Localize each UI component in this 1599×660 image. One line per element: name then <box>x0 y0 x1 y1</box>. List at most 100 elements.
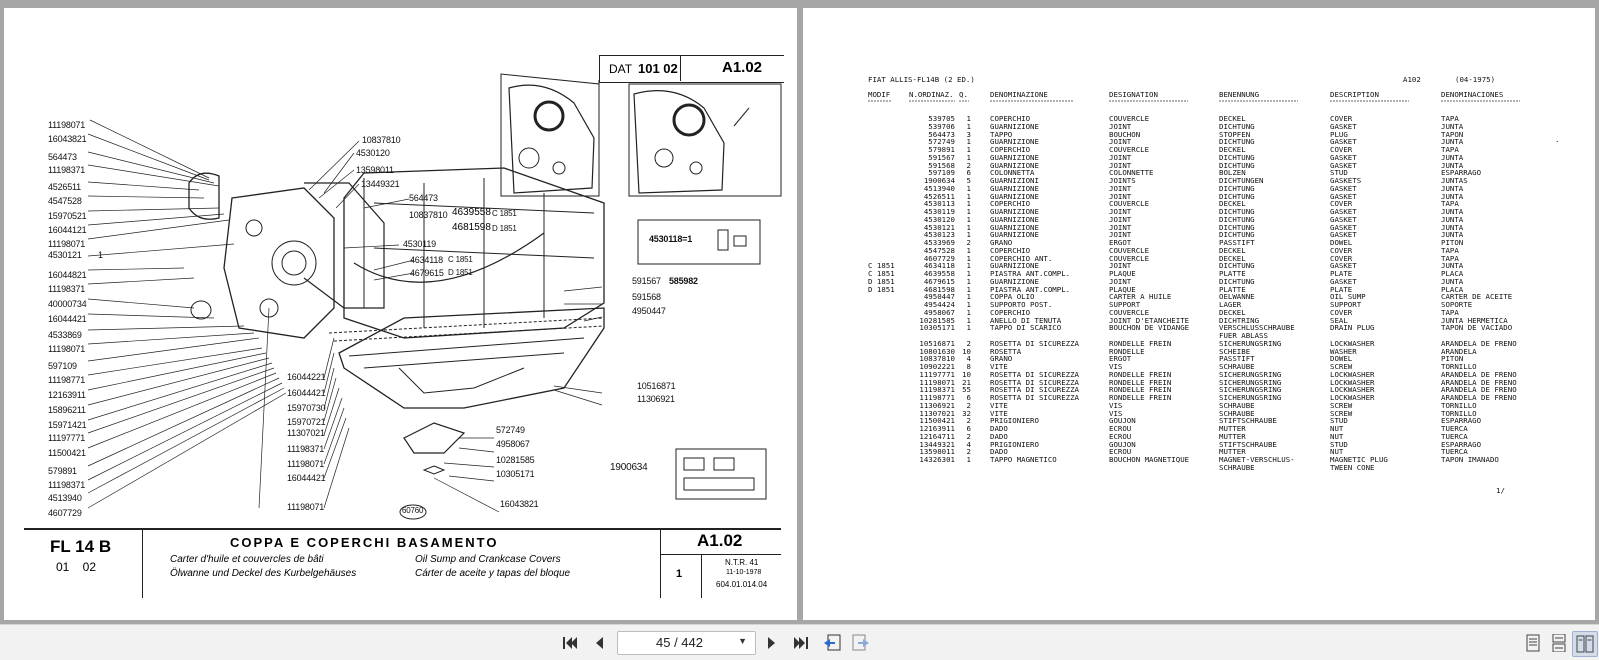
cell-italian: ROSETTA <box>990 346 1022 356</box>
cell-german: DICHTUNG <box>1219 222 1255 232</box>
cell-part-number: 4958067 <box>923 307 955 317</box>
cell-italian: GUARNIZIONE <box>990 276 1039 286</box>
cell-italian: PIASTRA ANT.COMPL. <box>990 269 1071 278</box>
prev-page-button[interactable] <box>586 631 612 655</box>
cell-part-number: 11197771 <box>919 369 955 379</box>
cell-quantity: 8 <box>966 362 971 371</box>
cell-part-number: 13449321 <box>919 439 955 449</box>
subtitle-fr: Carter d'huile et couvercles de bâti <box>170 554 324 565</box>
chevron-down-icon[interactable]: ▼ <box>738 636 747 646</box>
part-label: 11198371 <box>48 165 86 175</box>
cell-english: GASKET <box>1330 207 1357 216</box>
cell-german: SICHERUNGSRING <box>1219 369 1282 379</box>
cell-french: ECROU <box>1109 431 1132 441</box>
cell-quantity: 1 <box>966 323 971 333</box>
cell-spanish: ARANDELA DE FRENO <box>1441 393 1517 402</box>
next-page-button[interactable] <box>759 631 785 655</box>
cell-part-number: 4681598 <box>923 284 955 294</box>
title-divider <box>660 528 661 598</box>
cell-quantity: 2 <box>966 338 971 348</box>
subtitle-es: Cárter de aceite y tapas del bloque <box>415 568 571 579</box>
cell-part-number: 4950447 <box>923 292 955 302</box>
first-page-button[interactable] <box>557 631 583 655</box>
cell-french: JOINTS <box>1109 176 1136 185</box>
part-label: 10281585 <box>496 455 535 465</box>
viewer-toolbar: 45 / 442 ▼ <box>0 624 1599 660</box>
cell-part-number: 10902221 <box>919 362 955 371</box>
two-page-view-button[interactable] <box>1572 631 1598 657</box>
cell-english: GASKET <box>1330 137 1357 147</box>
cell-spanish: ESPARRAGO <box>1441 168 1482 178</box>
go-back-button[interactable] <box>819 631 845 655</box>
cell-german: LAGER <box>1219 300 1242 309</box>
cell-part-number: 4513940 <box>923 183 955 193</box>
cell-part-number: 11198371 <box>919 385 955 395</box>
doc-date: (04-1975) <box>1455 75 1496 84</box>
cell-english: OIL SUMP <box>1330 292 1366 302</box>
part-label: 572749 <box>496 425 525 435</box>
cell-part-number: 539706 <box>928 121 955 131</box>
cell-german: DECKEL <box>1219 245 1246 255</box>
cell-part-number: 11306921 <box>919 400 955 410</box>
two-page-icon <box>1576 635 1594 653</box>
cell-english: PLUG <box>1330 129 1348 139</box>
cell-spanish: TUERCA <box>1441 424 1468 433</box>
cell-german: DICHTUNG <box>1219 152 1255 162</box>
cell-english: DRAIN PLUG <box>1330 323 1375 333</box>
cell-spanish: JUNTA <box>1441 222 1464 232</box>
cell-quantity: 1 <box>966 222 971 232</box>
cell-part-number: 579891 <box>928 145 955 154</box>
cell-french: JOINT <box>1109 261 1132 271</box>
cell-german: STIFTSCHRAUBE <box>1219 439 1277 449</box>
part-label: 11198071 <box>287 459 325 469</box>
col-header-it: DENOMINAZIONE <box>990 90 1048 99</box>
cell-part-number: 13598011 <box>919 447 955 457</box>
cell-italian: DADO <box>990 431 1008 441</box>
cell-part-number: 1900634 <box>923 176 955 185</box>
cell-italian: GUARNIZIONE <box>990 214 1039 224</box>
continuous-view-button[interactable] <box>1546 631 1572 655</box>
cell-quantity: 2 <box>966 447 971 457</box>
single-page-view-button[interactable] <box>1520 631 1546 655</box>
last-page-button[interactable] <box>788 631 814 655</box>
next-page-icon <box>768 637 775 649</box>
cell-italian: DADO <box>990 447 1008 457</box>
variant-code: D 1851 <box>492 224 517 233</box>
cell-english: PLATE <box>1330 269 1353 278</box>
cell-german: FUER ABLASS <box>1219 331 1268 340</box>
part-label: 11306921 <box>637 394 675 404</box>
cell-quantity: 1 <box>966 137 971 147</box>
cell-english: GASKET <box>1330 152 1357 162</box>
part-label: 40000734 <box>48 299 87 309</box>
cell-part-number: 4634118 <box>923 261 955 271</box>
go-back-icon <box>824 634 841 651</box>
cell-spanish: TAPA <box>1441 199 1459 209</box>
cell-german: DECKEL <box>1219 114 1246 123</box>
part-label: 10837810 <box>362 135 401 145</box>
cell-italian: TAPPO <box>990 129 1013 139</box>
cell-spanish: ESPARRAGO <box>1441 416 1482 426</box>
cell-quantity: 1 <box>966 199 971 209</box>
cell-english: COVER <box>1330 245 1353 255</box>
cell-french: RONDELLE FREIN <box>1109 393 1172 402</box>
go-forward-button[interactable] <box>848 631 874 655</box>
page-number-field[interactable]: 45 / 442 ▼ <box>617 631 756 655</box>
cell-part-number: 4954424 <box>923 300 955 309</box>
cell-quantity: 1 <box>966 114 971 123</box>
cell-german: DICHTUNG <box>1219 261 1255 271</box>
cell-italian: GUARNIZIONE <box>990 191 1039 201</box>
cell-italian: PRIGIONIERO <box>990 439 1039 449</box>
part-label: 11198371 <box>48 480 86 490</box>
header-underlines <box>868 100 1520 102</box>
cell-french: JOINT <box>1109 214 1132 224</box>
cell-german: DICHTUNG <box>1219 230 1255 240</box>
cell-french: GOUJON <box>1109 416 1136 426</box>
cell-french: COLONNETTE <box>1109 168 1154 178</box>
